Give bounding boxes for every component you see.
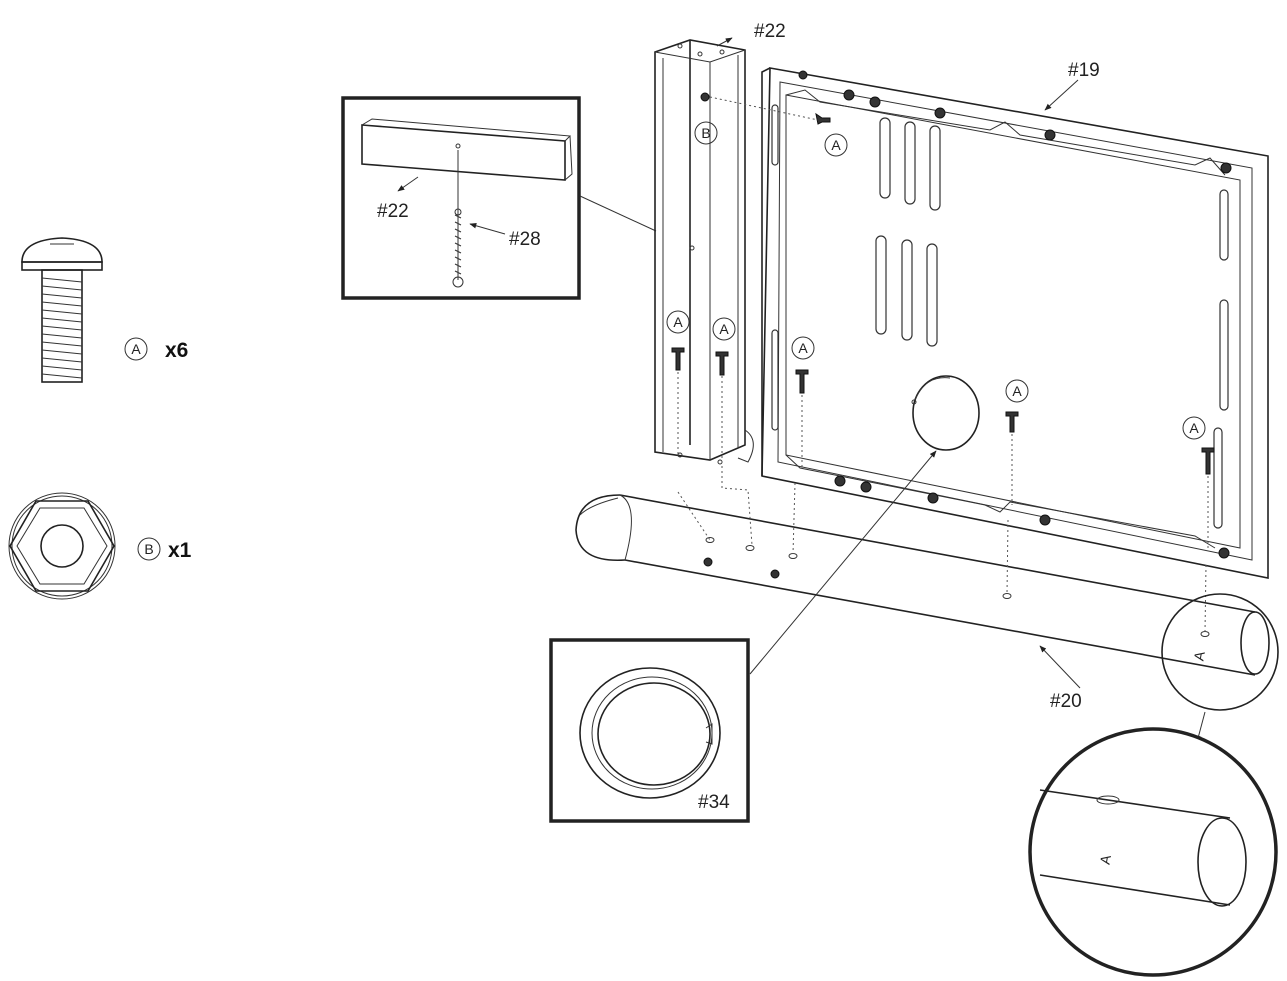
callout-a-1: A — [673, 314, 683, 330]
detail-tube-end-small — [1161, 593, 1279, 711]
base-tube-label: #20 — [1050, 691, 1082, 712]
grommet-leader — [749, 450, 937, 675]
inset-grommet: #34 — [549, 638, 750, 823]
bolt-a-letter: A — [131, 341, 141, 357]
hex-nut-icon — [8, 492, 116, 600]
callout-b-1: B — [701, 125, 710, 141]
panel-label: #19 — [1068, 60, 1100, 81]
inset-post-leader — [579, 195, 657, 232]
grommet-label: #34 — [698, 792, 730, 813]
callout-a-5: A — [1189, 420, 1199, 436]
back-panel — [761, 67, 1269, 579]
tube-detail-mark: A — [1097, 853, 1114, 866]
callout-a-6: A — [831, 137, 841, 153]
bolt-a-legend: A x6 — [21, 237, 188, 383]
inset-post-cord: #22 #28 — [341, 96, 581, 300]
callout-a-3: A — [798, 340, 808, 356]
nut-b-quantity: x1 — [168, 539, 192, 562]
inset-cord-label: #28 — [509, 229, 541, 250]
bolt-a-quantity: x6 — [165, 339, 188, 362]
nut-b-legend: B x1 — [8, 492, 192, 600]
nut-b-letter: B — [144, 541, 153, 557]
inset-post-label: #22 — [377, 201, 409, 222]
base-tube — [575, 494, 1270, 676]
pan-head-bolt-icon — [21, 237, 103, 383]
tube-end-mark: A — [1190, 649, 1207, 662]
detail-tube-end-large: A — [1028, 727, 1278, 977]
bolt-callouts: A A A A A A B — [666, 96, 1215, 633]
callout-a-2: A — [719, 321, 729, 337]
callout-a-4: A — [1012, 383, 1022, 399]
upright-post — [654, 39, 754, 465]
post-label: #22 — [754, 21, 786, 42]
